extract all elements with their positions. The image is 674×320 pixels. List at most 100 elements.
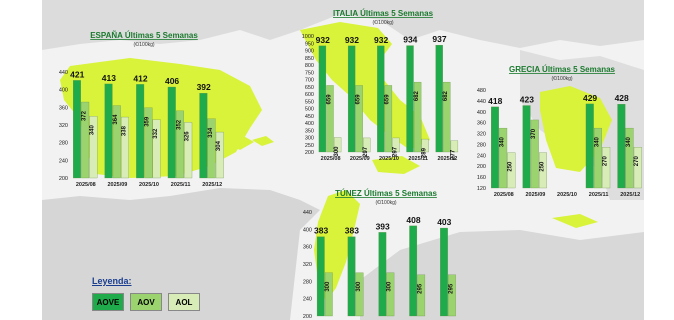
x-tick-label: 2025/08 <box>321 156 341 162</box>
bar-aov <box>386 272 395 317</box>
y-tick-label: 250 <box>305 143 314 149</box>
y-tick-label: 280 <box>303 279 312 285</box>
bar-aov <box>355 272 364 317</box>
greece-chart: GRECIA Últimas 5 Semanas(€/100kg)1201602… <box>477 65 642 198</box>
y-tick-label: 320 <box>303 262 312 268</box>
y-tick-label: 200 <box>59 176 68 182</box>
x-tick-label: 2025/11 <box>408 156 428 162</box>
bar-aol <box>121 116 129 179</box>
value-label-aol: 300 <box>334 146 340 157</box>
value-label-aov: 340 <box>626 136 632 147</box>
y-tick-label: 120 <box>477 186 486 192</box>
x-tick-label: 2025/11 <box>589 192 609 198</box>
bar-aove <box>440 227 448 317</box>
value-label-aol: 340 <box>90 125 96 136</box>
bar-aove <box>435 44 443 153</box>
x-tick-label: 2025/09 <box>350 156 370 162</box>
y-tick-label: 440 <box>303 210 312 216</box>
legend-aove: AOVE <box>92 293 124 311</box>
bar-aol <box>152 119 161 179</box>
y-tick-label: 900 <box>305 49 314 55</box>
value-label-aol: 304 <box>216 140 222 151</box>
bar-aove <box>377 45 385 153</box>
y-tick-label: 400 <box>303 227 312 233</box>
bar-aove <box>617 104 626 189</box>
x-tick-label: 2025/12 <box>437 156 457 162</box>
y-tick-label: 850 <box>305 56 314 62</box>
y-tick-label: 360 <box>59 105 68 111</box>
value-label-aove: 932 <box>345 35 359 45</box>
value-label-aove: 423 <box>520 95 534 105</box>
y-tick-label: 440 <box>59 70 68 76</box>
bar-aol <box>363 137 371 153</box>
y-tick-label: 1000 <box>302 34 314 40</box>
y-tick-label: 200 <box>303 314 312 320</box>
value-label-aol: 297 <box>363 146 369 157</box>
x-tick-label: 2025/11 <box>171 182 191 188</box>
bar-aov <box>176 110 184 179</box>
y-tick-label: 280 <box>59 141 68 147</box>
value-label-aove: 428 <box>615 93 629 103</box>
italy-chart: ITALIA Últimas 5 Semanas(€/100kg)2002503… <box>302 9 459 162</box>
x-tick-label: 2025/12 <box>620 192 640 198</box>
bar-aove <box>318 45 327 153</box>
bar-aov <box>112 105 121 179</box>
y-tick-label: 500 <box>305 107 314 113</box>
value-label-aove: 383 <box>345 226 359 236</box>
value-label-aov: 295 <box>448 283 454 294</box>
value-label-aol: 250 <box>508 161 514 172</box>
bar-aove <box>409 225 418 317</box>
bar-aov <box>448 274 456 317</box>
value-label-aove: 392 <box>197 82 211 92</box>
value-label-aol: 289 <box>422 147 428 158</box>
bar-aove <box>347 45 356 153</box>
bar-aove <box>136 84 145 179</box>
bar-aol <box>89 116 98 179</box>
y-tick-label: 300 <box>305 136 314 142</box>
bar-aol <box>392 137 400 153</box>
y-tick-label: 160 <box>477 175 486 181</box>
value-label-aov: 352 <box>176 119 182 130</box>
y-tick-label: 800 <box>305 63 314 69</box>
value-label-aove: 393 <box>376 221 390 231</box>
value-label-aove: 421 <box>70 69 84 79</box>
value-label-aov: 372 <box>81 110 87 121</box>
y-tick-label: 350 <box>305 128 314 134</box>
bar-aove <box>167 86 176 179</box>
value-label-aol: 332 <box>153 128 159 139</box>
value-label-aov: 370 <box>531 128 537 139</box>
x-tick-label: 2025/12 <box>202 182 222 188</box>
y-tick-label: 700 <box>305 78 314 84</box>
value-label-aol: 297 <box>392 146 398 157</box>
value-label-aol: 270 <box>603 156 609 167</box>
chart-title: ESPAÑA Últimas 5 Semanas <box>90 31 198 40</box>
value-label-aol: 277 <box>451 149 457 160</box>
y-tick-label: 750 <box>305 70 314 76</box>
y-tick-label: 650 <box>305 85 314 91</box>
y-tick-label: 200 <box>477 164 486 170</box>
bar-aove <box>522 105 531 189</box>
chart-unit: (€/100kg) <box>551 76 572 82</box>
y-tick-label: 200 <box>305 150 314 156</box>
y-tick-label: 450 <box>305 114 314 120</box>
bar-aov <box>144 107 153 179</box>
spain-chart: ESPAÑA Últimas 5 Semanas(€/100kg)2002402… <box>59 31 224 188</box>
bar-aol <box>333 137 342 153</box>
value-label-aove: 403 <box>437 217 451 227</box>
value-label-aov: 359 <box>145 116 151 127</box>
value-label-aov: 300 <box>356 281 362 292</box>
y-tick-label: 320 <box>477 132 486 138</box>
bar-aol <box>215 131 224 179</box>
value-label-aov: 682 <box>414 90 420 101</box>
x-tick-label: 2025/09 <box>107 182 127 188</box>
value-label-aol: 326 <box>185 131 191 142</box>
legend-title: Leyenda: <box>92 276 132 286</box>
value-label-aov: 300 <box>325 281 331 292</box>
y-tick-label: 280 <box>477 142 486 148</box>
value-label-aov: 340 <box>499 136 505 147</box>
x-tick-label: 2025/08 <box>494 192 514 198</box>
bar-aol <box>507 152 516 189</box>
bar-aol <box>450 140 459 153</box>
y-tick-label: 600 <box>305 92 314 98</box>
bar-aove <box>378 232 387 317</box>
